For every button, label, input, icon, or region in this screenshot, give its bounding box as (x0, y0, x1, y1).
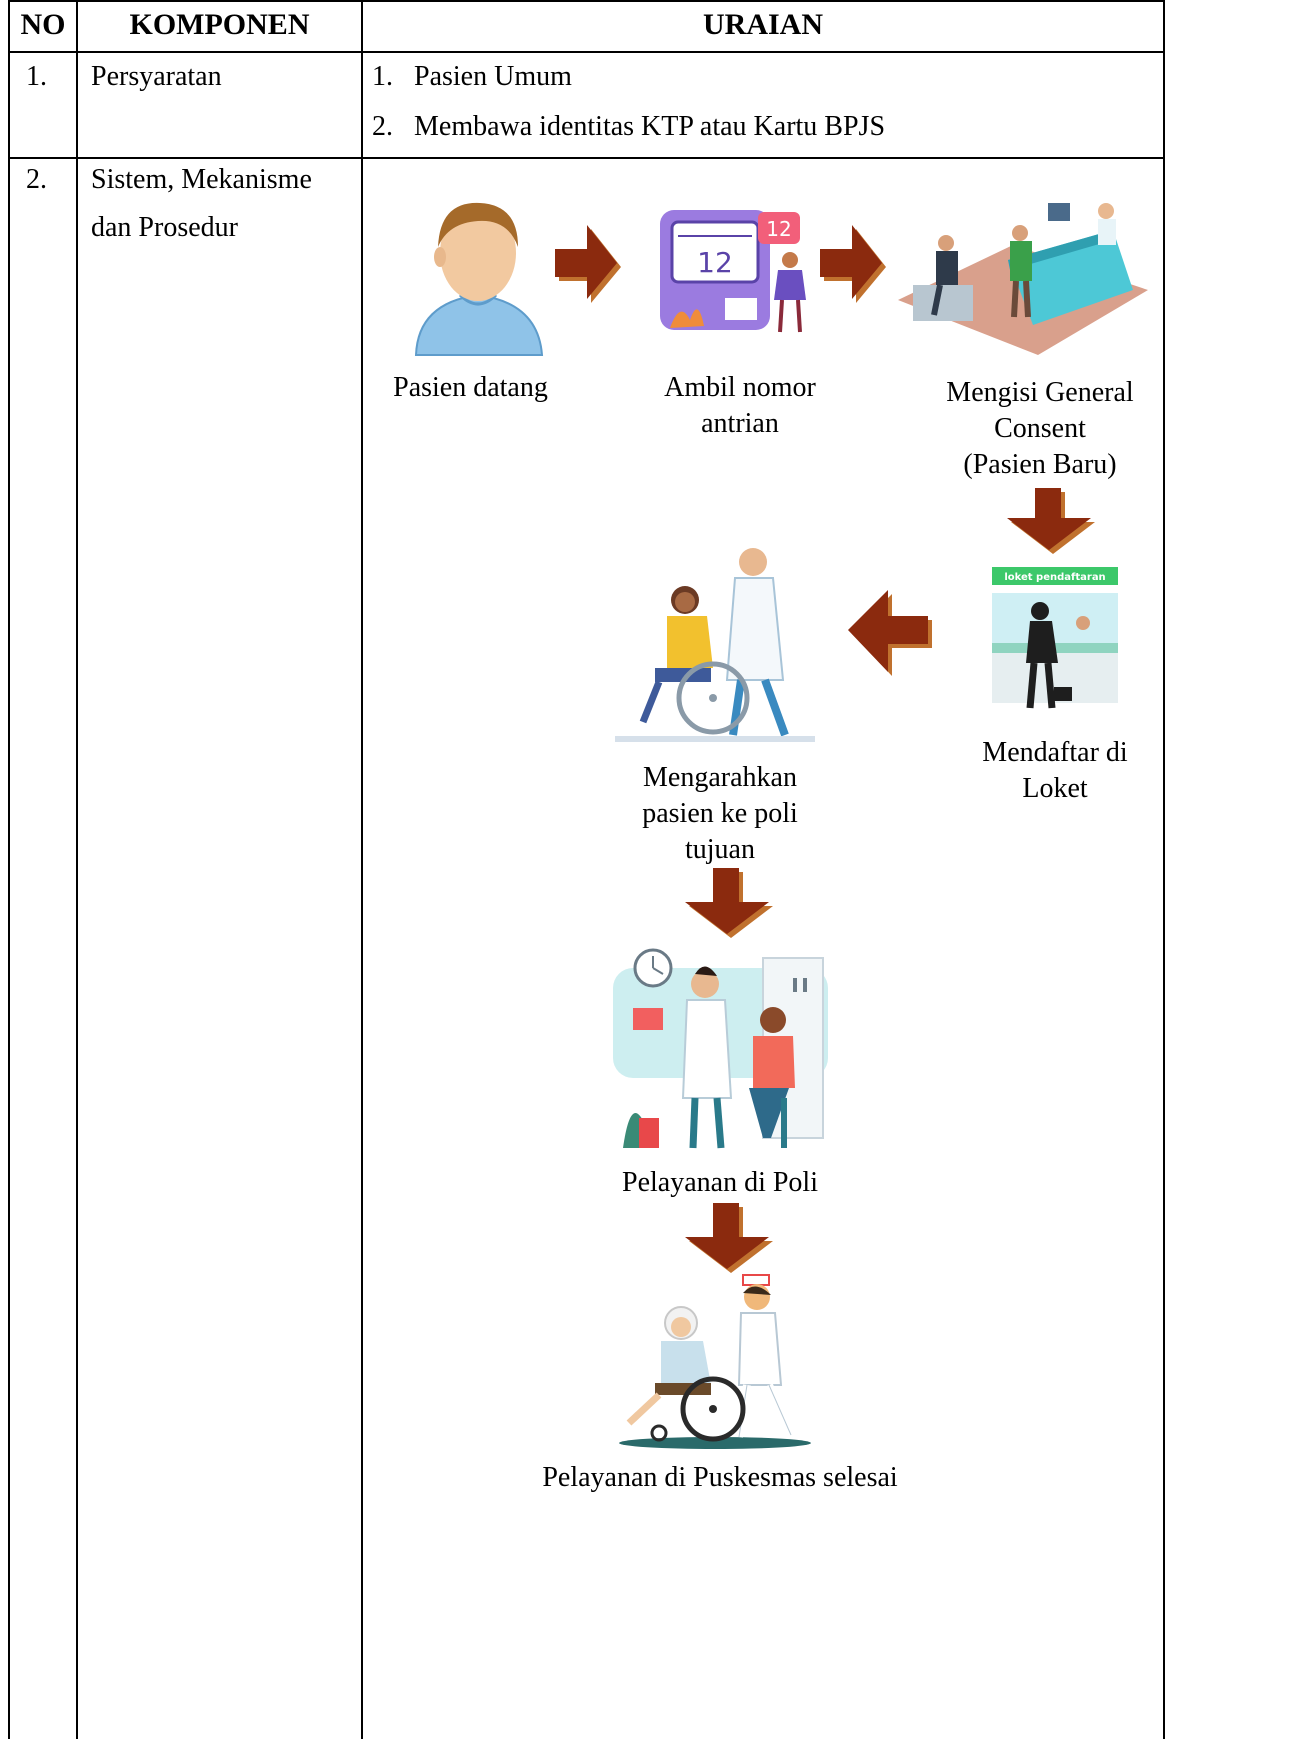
table-border-left (8, 0, 10, 1739)
row1-komponen: Persyaratan (91, 61, 222, 92)
row1-item2-text: Membawa identitas KTP atau Kartu BPJS (414, 111, 886, 142)
header-uraian: URAIAN (703, 8, 823, 41)
row2-no: 2. (26, 164, 47, 195)
arrow-down-2 (685, 868, 773, 938)
row1-item1-num: 1. (372, 61, 393, 92)
reception-desk-icon (898, 203, 1148, 355)
arrow-right-1 (555, 225, 621, 303)
table-border-top (8, 0, 1165, 2)
arrow-down-1 (1007, 488, 1095, 554)
row2-komponen-line1: Sistem, Mekanisme (91, 164, 312, 195)
nurse-wheelchair-icon (619, 1274, 811, 1449)
arrow-left-1 (848, 590, 932, 676)
queue-ticket-icon: 12 12 (660, 210, 806, 333)
header-komponen: KOMPONEN (129, 8, 310, 41)
doctor-examination-icon (613, 948, 828, 1149)
caption-general-consent: Mengisi General Consent (Pasien Baru) (946, 377, 1134, 480)
svg-text:12: 12 (697, 246, 733, 279)
svg-text:12: 12 (766, 217, 791, 241)
caption-mengarahkan: Mengarahkan pasien ke poli tujuan (642, 762, 798, 865)
registration-counter-icon: loket pendaftaran (992, 567, 1118, 709)
header-no: NO (20, 8, 66, 41)
table-divider-komponen (361, 0, 363, 1739)
row2-komponen-line2: dan Prosedur (91, 212, 238, 243)
table-border-right (1163, 0, 1165, 1739)
row1-no: 1. (26, 61, 47, 92)
caption-mendaftar-loket: Mendaftar di Loket (982, 737, 1128, 804)
arrow-right-2 (820, 225, 886, 303)
table-row1-divider (8, 157, 1165, 159)
patient-avatar-icon (414, 202, 544, 356)
caption-ambil-nomor: Ambil nomor antrian (664, 372, 816, 439)
table-header-divider (8, 51, 1165, 53)
caption-pelayanan-selesai: Pelayanan di Puskesmas selesai (542, 1462, 898, 1493)
arrow-down-3 (685, 1203, 773, 1273)
table-divider-no (76, 0, 78, 1739)
row1-item2-num: 2. (372, 111, 393, 142)
svg-text:loket pendaftaran: loket pendaftaran (1004, 572, 1105, 583)
row1-item1-text: Pasien Umum (414, 61, 572, 92)
caption-pasien-datang: Pasien datang (393, 372, 548, 403)
wheelchair-escort-icon (615, 548, 815, 742)
caption-pelayanan-poli: Pelayanan di Poli (622, 1167, 818, 1198)
